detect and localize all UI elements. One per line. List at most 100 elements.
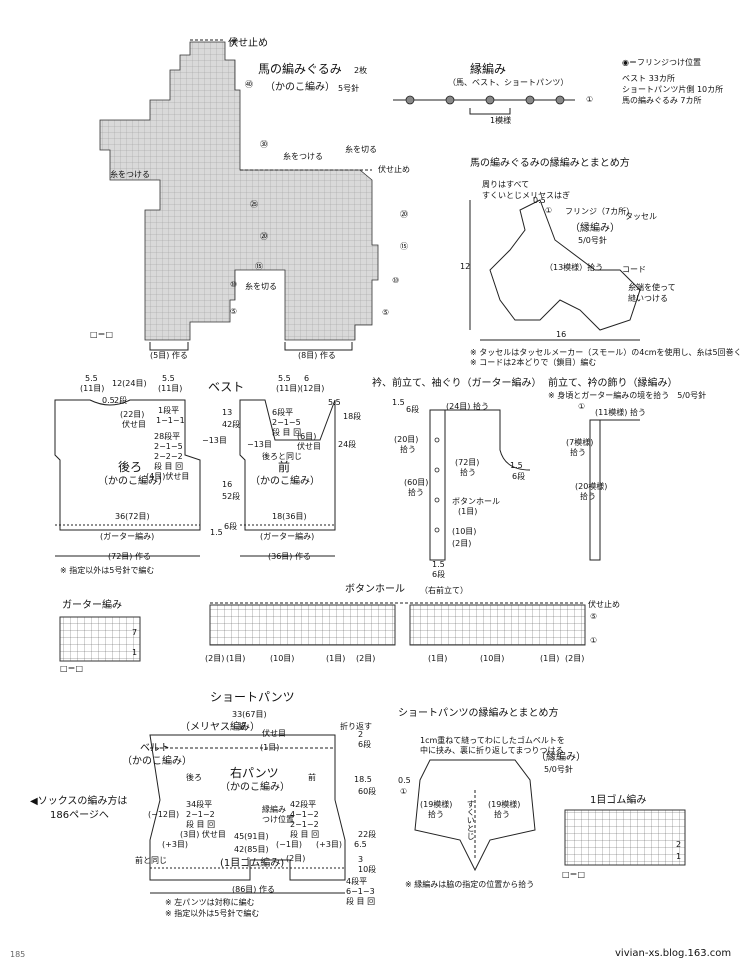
pants-minus1: (−1目)	[276, 840, 303, 849]
horse-bind-off: 伏せ止め	[228, 38, 268, 49]
pants-dr-8: 4段平	[346, 877, 368, 886]
deco-dim-0: (11模様) 拾う	[595, 408, 646, 417]
horse-start-bracket-right	[284, 342, 353, 351]
vest-back-dim-14: 段 目 回	[154, 462, 184, 471]
pants-lrow-1: 2−1−2	[186, 810, 215, 819]
pants-dr-5: 22段	[358, 830, 377, 839]
horse-finish-cord-note2: 縫いつける	[628, 294, 668, 303]
pants-finish-center: すくいとじ	[466, 800, 476, 840]
bh-dim-6: (10目)	[480, 654, 505, 663]
pants-finish-outline	[414, 759, 536, 872]
edging-note-horse: 馬の編みぐるみ 7カ所	[622, 96, 702, 105]
pants-dr-10: 段 目 回	[346, 897, 376, 906]
garter-grid	[59, 616, 141, 662]
rib-title: 1目ゴム編み	[590, 795, 647, 806]
vest-back-dim-15: (4目)伏せ目	[146, 472, 190, 481]
horse-row-20b: ⑳	[260, 232, 268, 241]
vest-front-dim-12: 18段	[343, 412, 362, 421]
pants-edge-pos2: つけ位置	[262, 815, 294, 824]
vest-back-dim-8: 伏せ目	[122, 420, 146, 429]
pants-outline	[149, 734, 346, 881]
vest-front-dim-10: −13目	[247, 440, 272, 449]
horse-row-10: ⑩	[392, 276, 400, 285]
vest-back-dim-3: 5.5	[162, 374, 175, 383]
vest-back-dim-0: 5.5	[85, 374, 98, 383]
edging-note-fringe: ◉＝フリンジつけ位置	[622, 58, 701, 67]
horse-finish-note1: ※ タッセルはタッセルメーカー（スモール）の4cmを使用し、糸は5回巻く	[470, 348, 742, 357]
collar-title: 衿、前立て、袖ぐり（ガーター編み）	[372, 378, 542, 389]
horse-row-25: ㉕	[250, 200, 258, 209]
vest-back-dim-11: 28段平	[154, 432, 181, 441]
horse-finish-note-seam2: すくいとじメリヤスはぎ	[482, 191, 570, 200]
collar-dim-9: ボタンホール	[452, 497, 500, 506]
pants-finish-needle: 5/0号針	[544, 765, 573, 774]
vest-back-dim-13: 2−2−2	[154, 452, 183, 461]
horse-start-bracket-left	[149, 342, 189, 351]
pants-r2: (2目)	[286, 854, 306, 863]
pants-belt-sub: （かのこ編み）	[122, 756, 192, 767]
vest-front-dim-2: 6	[304, 374, 310, 383]
collar-dim-15: 1.5	[510, 461, 523, 470]
bh-dim-0: (2目)	[205, 654, 225, 663]
pants-finish-rc: (19模様)	[488, 800, 521, 809]
vest-back-dim-22: 6段	[224, 522, 238, 531]
pants-note2: ※ 指定以外は5号針で編む	[165, 909, 260, 918]
collar-dim-0: 1.5	[392, 398, 405, 407]
pants-lrow-3: (3目) 伏せ目	[180, 830, 226, 839]
rib-legend: □＝□	[562, 870, 586, 879]
pants-m42: 42(85目)	[234, 845, 269, 854]
vest-front-garter: (ガーター編み)	[260, 532, 315, 541]
vest-front-sub: （かのこ編み）	[250, 476, 320, 487]
vest-back-dim-16: −13目	[202, 436, 227, 445]
horse-finish-edge: （縁編み）	[570, 223, 620, 234]
horse-finish-dim-w: 16	[556, 330, 567, 339]
edging-note-vest: ベスト 33カ所	[622, 74, 675, 83]
site-watermark: vivian-xs.blog.163.com	[615, 948, 732, 959]
vest-back-dim-6: 2段	[114, 396, 128, 405]
vest-back-dim-5: 0.5	[102, 396, 115, 405]
pants-finish-note: 1cm重ねて縫ってわにしたゴムベルトを	[420, 736, 565, 745]
horse-subtitle: （かのこ編み）	[265, 82, 335, 93]
buttonhole-bind: 伏せ止め	[588, 600, 620, 609]
collar-dim-7: (60目)	[404, 478, 429, 487]
vest-back-dim-4: (11目)	[158, 384, 183, 393]
horse-attach-yarn-2: 糸をつける	[110, 170, 150, 179]
pants-right-sub: （かのこ編み）	[220, 782, 290, 793]
collar-strip	[429, 409, 531, 561]
pants-dr-2: 18.5	[354, 775, 372, 784]
deco-title: 前立て、衿の飾り（縁編み）	[548, 378, 678, 389]
horse-finish-row: ①	[545, 206, 553, 215]
vest-front-dim-5: 2−1−5	[272, 418, 301, 427]
vest-note: ※ 指定以外は5号針で編む	[60, 566, 155, 575]
vest-back-dim-10: 1−1−1	[156, 416, 185, 425]
horse-finish-pattern: （13模様）拾う	[545, 263, 604, 272]
bh-dim-3: (1目)	[326, 654, 346, 663]
deco-dim-2: 拾う	[570, 448, 586, 457]
pants-front-back: 前と同じ	[135, 856, 167, 865]
pants-side: 脇	[238, 722, 246, 731]
bh-dim-8: (2目)	[565, 654, 585, 663]
collar-dim-6: 拾う	[460, 468, 476, 477]
horse-cut-yarn-2: 糸を切る	[245, 282, 277, 291]
pants-top: 33(67目)	[232, 710, 267, 719]
pants-title: ショートパンツ	[210, 690, 295, 704]
horse-row-30: ㉚	[260, 140, 268, 149]
pants-finish-edge: （縁編み）	[536, 752, 586, 763]
horse-legend: □＝□	[90, 330, 114, 339]
collar-dim-4: 拾う	[400, 445, 416, 454]
buttonhole-row-5: ⑤	[590, 612, 598, 621]
horse-finish-outline	[489, 199, 641, 331]
pants-dr-0: 2	[358, 730, 364, 739]
buttonhole-row-1: ①	[590, 636, 598, 645]
horse-finish-note2: ※ コードは2本どりで（鎖目）編む	[470, 358, 597, 367]
collar-dim-8: 拾う	[408, 488, 424, 497]
rib-row-2: 2	[676, 840, 682, 849]
rib-grid	[564, 809, 686, 866]
horse-finish-05: 0.5	[533, 196, 546, 205]
vest-back-dim-21: 1.5	[210, 528, 223, 537]
horse-row-5: ⑤	[382, 308, 390, 317]
pants-rrow-3: 段 目 回	[290, 830, 320, 839]
vest-front-dim-0: 5.5	[278, 374, 291, 383]
pants-socks: ◀ソックスの編み方は	[30, 796, 128, 807]
vest-front-dim-7: (6目)	[297, 432, 317, 441]
